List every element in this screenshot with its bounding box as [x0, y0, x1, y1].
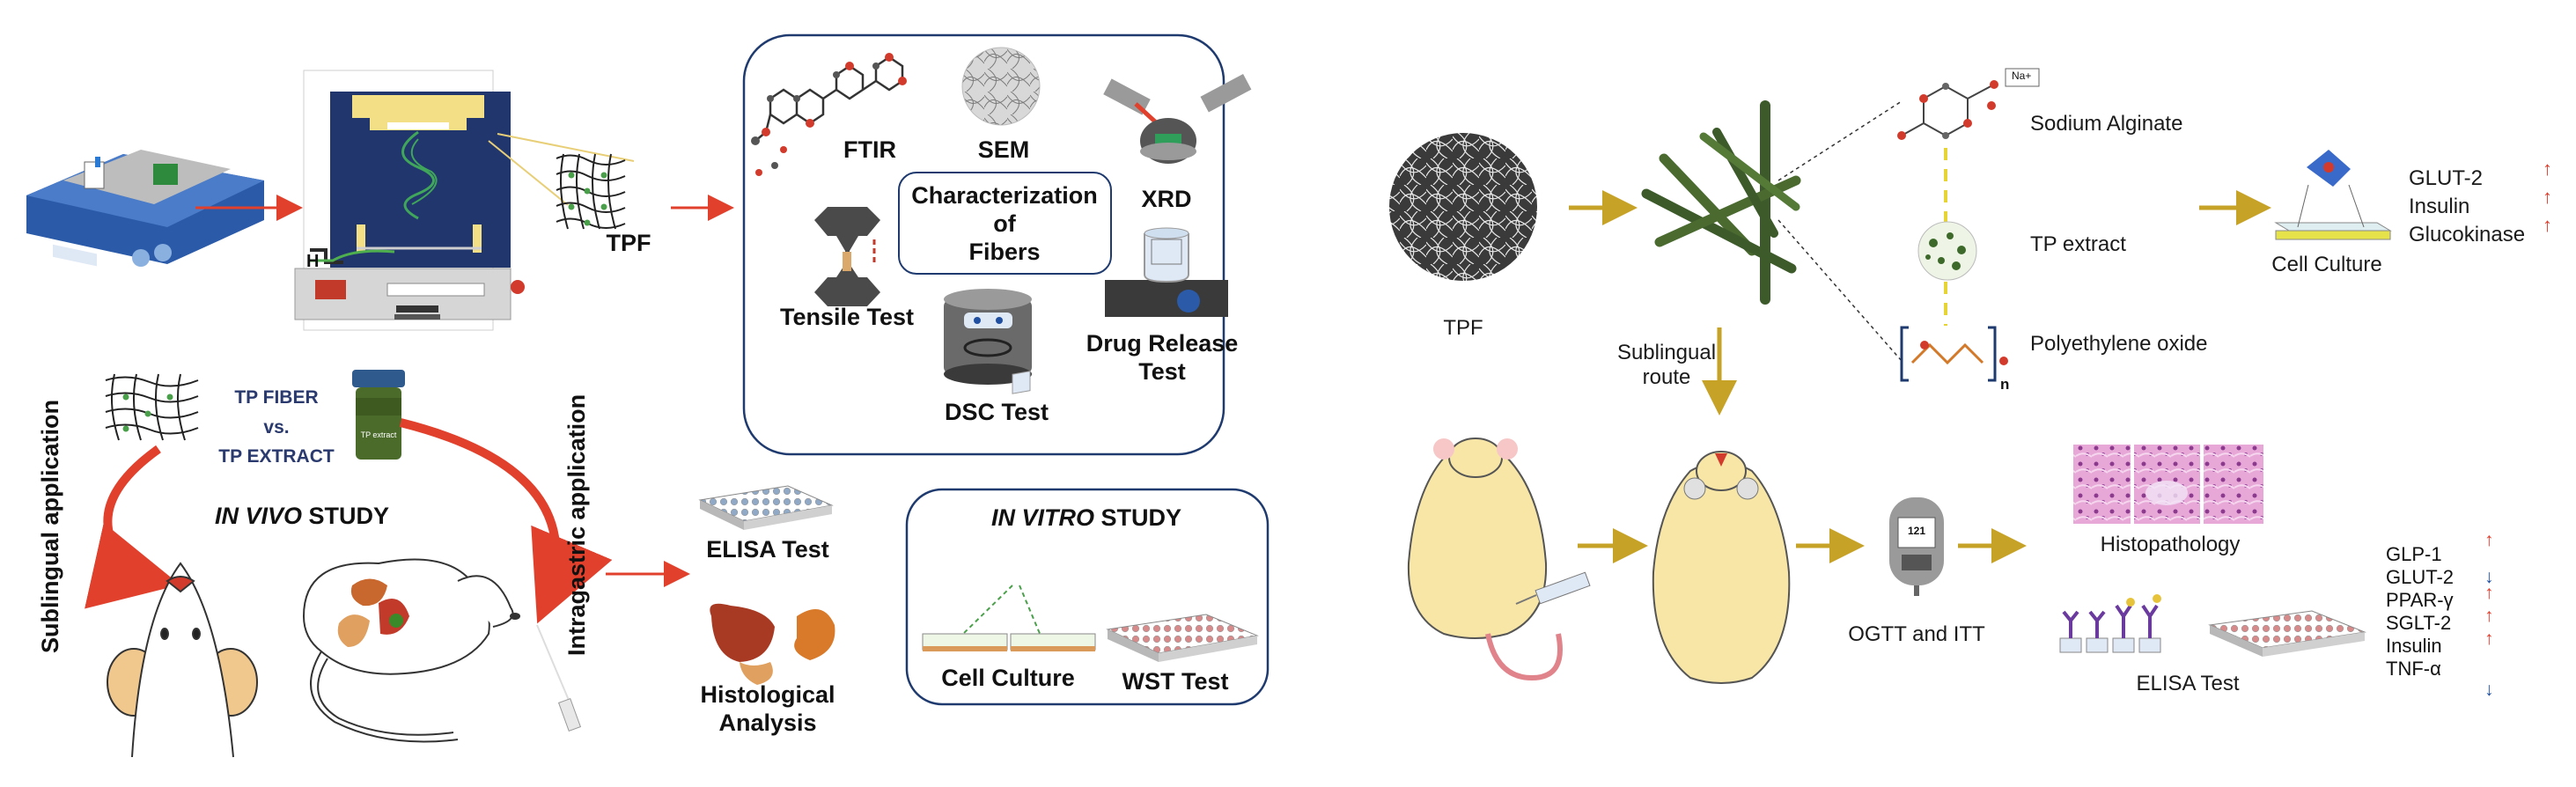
elisa-marker-3: PPAR-γ: [2386, 589, 2454, 611]
cell-culture-dish-icon: [2274, 150, 2392, 240]
elisa-test-label: ELISA Test: [706, 536, 829, 563]
elisa-marker-3-up-icon: ↑: [2484, 583, 2494, 603]
sem-fiber-image: [961, 47, 1041, 126]
histology-line-2: Analysis: [718, 710, 817, 736]
histology-tile-1: [2073, 445, 2131, 524]
elisa-marker-4: SGLT-2: [2386, 612, 2452, 634]
cell-culture-dishes-icon: [922, 371, 1096, 651]
drug-release-line-2: Test: [1138, 358, 1186, 385]
rat-syringe-icon: [1407, 438, 1591, 681]
cell-culture-label-right: Cell Culture: [2271, 253, 2382, 276]
in-vitro-title: IN VITRO STUDY: [990, 504, 1182, 531]
ogtt-itt-label: OGTT and ITT: [1848, 622, 1985, 646]
compare-line-2: vs.: [263, 417, 290, 438]
characterization-line-2: of: [993, 210, 1016, 237]
sublingual-application-label: Sublingual application: [37, 399, 63, 653]
mouse-face-icon: [107, 562, 258, 758]
tpf-label: TPF: [606, 230, 651, 256]
dsc-instrument-icon: [944, 289, 1032, 385]
elisa-marker-2-down-icon: ↓: [2484, 567, 2494, 587]
cell-marker-3-up-icon: ↑: [2543, 214, 2552, 236]
sublingual-route-line-2: route: [1642, 365, 1691, 389]
rat-intragastric-icon: [302, 558, 520, 743]
elisa-marker-1: GLP-1: [2386, 543, 2442, 565]
elisa-plate-right-icon: [2208, 610, 2366, 657]
organs-histology-icon: [710, 603, 835, 685]
elisa-marker-5: Insulin: [2386, 635, 2442, 657]
svg-text:H: H: [306, 252, 319, 271]
tensile-test-icon: [814, 207, 880, 306]
tp-fiber-mesh-small-icon: [105, 373, 199, 441]
intragastric-application-label: Intragastric application: [563, 394, 590, 656]
ftir-atoms: [751, 53, 907, 176]
glucometer-reading: 121: [1907, 525, 1926, 537]
cell-marker-1: GLUT-2: [2409, 166, 2484, 190]
ftir-molecule-icon: [754, 55, 904, 142]
compare-line-3: TP EXTRACT: [218, 446, 335, 467]
cell-culture-label-left: Cell Culture: [941, 665, 1075, 691]
histopathology-label: Histopathology: [2100, 533, 2241, 556]
rat-sublingual-icon: [1652, 451, 1791, 684]
sodium-alginate-label: Sodium Alginate: [2030, 112, 2183, 136]
tp-extract-cluster-icon: [1917, 221, 1977, 281]
elisa-marker-1-up-icon: ↑: [2484, 530, 2494, 550]
sublingual-route-line-1: Sublingual: [1616, 341, 1717, 364]
in-vivo-title: IN VIVO STUDY: [215, 503, 390, 529]
hotplate-stirrer-icon: [26, 150, 264, 267]
cell-marker-2: Insulin: [2409, 195, 2470, 218]
histology-line-1: Histological: [700, 681, 835, 708]
sodium-ion-label: Na+: [2012, 70, 2032, 82]
characterization-line-1: Characterization: [911, 182, 1098, 209]
characterization-title-box: [898, 172, 1112, 275]
tpf-label-right: TPF: [1443, 316, 1483, 340]
fiber-rods-icon: [1641, 100, 1801, 305]
repeat-n-label: n: [2000, 376, 2010, 393]
ftir-label: FTIR: [843, 136, 896, 163]
polyethylene-oxide-structure-icon: [1900, 326, 2008, 382]
polyethylene-oxide-label: Polyethylene oxide: [2030, 332, 2208, 356]
elisa-marker-6: TNF-α: [2386, 658, 2441, 680]
compare-line-1: TP FIBER: [234, 387, 319, 408]
cell-marker-2-up-icon: ↑: [2543, 186, 2552, 208]
arrow-intragastric-application: [399, 418, 613, 624]
elisa-marker-6-down-icon: ↓: [2484, 680, 2494, 700]
arrow-sublingual-application: [85, 445, 180, 609]
elisa-marker-2: GLUT-2: [2386, 566, 2455, 588]
wst-plate-icon: [1106, 614, 1259, 662]
sodium-alginate-structure-icon: [1897, 68, 2040, 140]
elisa-plate-icon: [698, 485, 834, 530]
elisa-marker-4-up-icon: ↑: [2484, 606, 2494, 626]
tpf-sem-image: [1389, 133, 1537, 281]
tp-extract-label-right: TP extract: [2030, 232, 2126, 256]
elisa-marker-5-up-icon: ↑: [2484, 629, 2494, 649]
antibody-wells-icon: [2059, 594, 2161, 653]
tensile-test-label: Tensile Test: [779, 304, 915, 330]
sem-label: SEM: [977, 136, 1030, 163]
tpf-fiber-mesh-icon: [556, 153, 626, 230]
histology-tile-3: [2204, 445, 2263, 524]
drug-release-line-1: Drug Release: [1086, 330, 1239, 357]
characterization-line-3: Fibers: [968, 239, 1041, 265]
cell-marker-1-up-icon: ↑: [2543, 158, 2552, 180]
electrospinning-device-icon: H: [294, 70, 525, 331]
wst-test-label: WST Test: [1122, 668, 1229, 695]
xrd-device-icon: [1103, 74, 1252, 164]
syringe-icon: [536, 624, 582, 732]
dsc-test-label: DSC Test: [944, 399, 1049, 425]
cell-marker-3: Glucokinase: [2409, 223, 2526, 246]
drug-release-apparatus-icon: [1105, 227, 1228, 317]
vial-label: TP extract: [360, 430, 397, 439]
tp-extract-vial-icon: [352, 370, 405, 460]
glucometer-icon: [1889, 497, 1944, 596]
xrd-label: XRD: [1141, 186, 1192, 212]
elisa-test-label-right: ELISA Test: [2136, 672, 2240, 695]
in-vitro-panel: [905, 488, 1270, 706]
characterization-panel: [742, 33, 1225, 456]
